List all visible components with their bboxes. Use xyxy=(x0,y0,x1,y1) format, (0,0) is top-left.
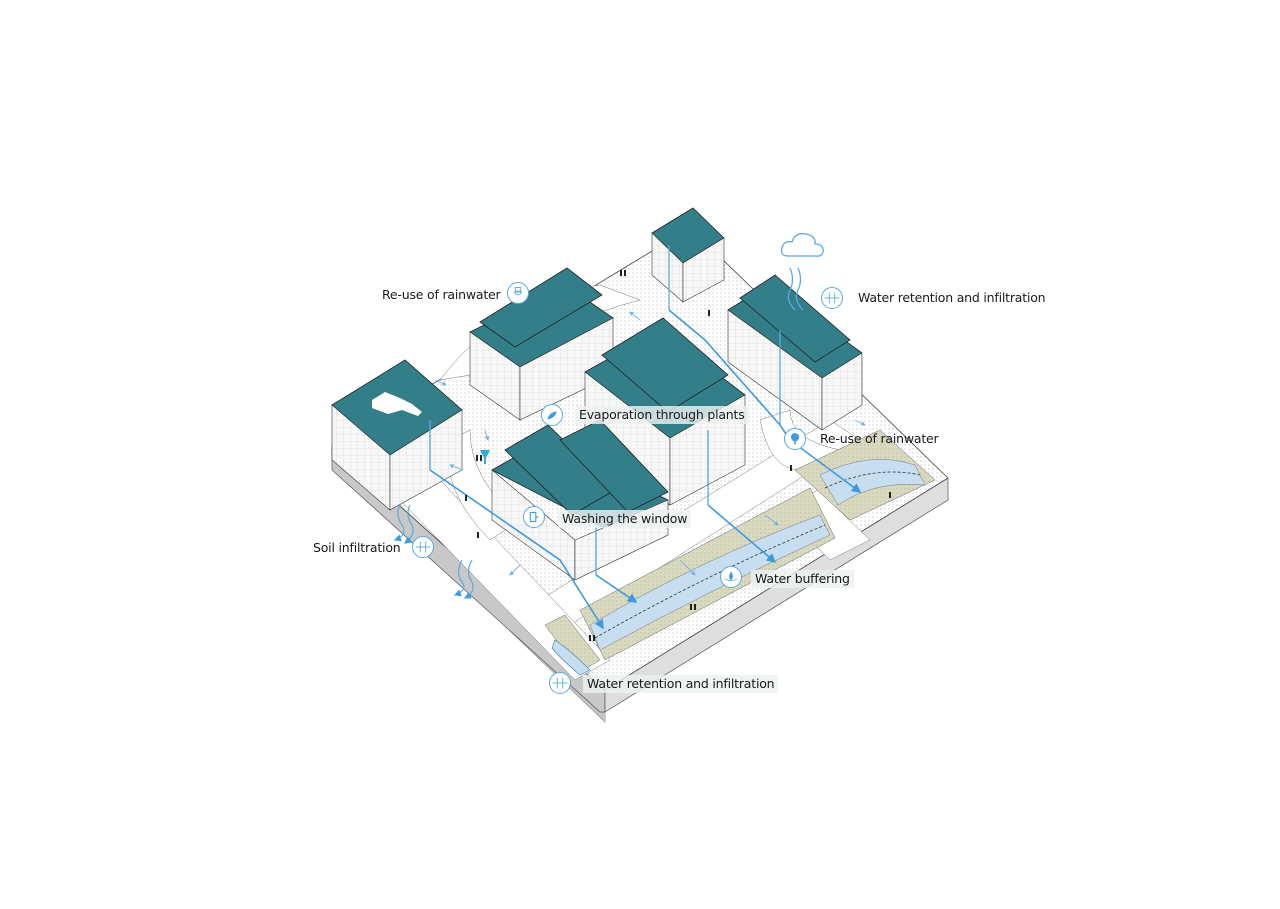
fountain-icon xyxy=(480,450,490,464)
building-left xyxy=(331,359,463,511)
soil-infiltration-arrows xyxy=(393,504,474,599)
building-bottom xyxy=(491,419,669,581)
label-reuse-rainwater-right: Re-use of rainwater xyxy=(820,431,939,446)
building-top-left xyxy=(469,267,614,421)
label-soil-infiltration: Soil infiltration xyxy=(313,540,401,555)
water-channel xyxy=(544,429,936,676)
label-washing-window: Washing the window xyxy=(558,510,692,528)
label-water-buffering: Water buffering xyxy=(751,570,854,588)
label-water-retention-top: Water retention and infiltration xyxy=(858,290,1046,305)
tree-icon xyxy=(784,428,806,450)
label-reuse-rainwater-top: Re-use of rainwater xyxy=(382,287,501,302)
water-drop-icon xyxy=(720,566,742,588)
cloud-icon xyxy=(780,233,824,311)
building-tower xyxy=(651,207,725,310)
infiltration-icon xyxy=(821,287,843,309)
infiltration-icon xyxy=(412,536,434,558)
leaf-evaporation-icon xyxy=(541,404,563,426)
building-right xyxy=(727,274,863,431)
label-evaporation-plants: Evaporation through plants xyxy=(575,406,749,424)
infiltration-arrows xyxy=(434,311,866,576)
window-washing-icon xyxy=(523,506,545,528)
pedestrians xyxy=(465,270,891,641)
label-water-retention-bottom: Water retention and infiltration xyxy=(583,675,779,693)
infiltration-icon xyxy=(549,672,571,694)
toilet-icon xyxy=(507,282,529,304)
